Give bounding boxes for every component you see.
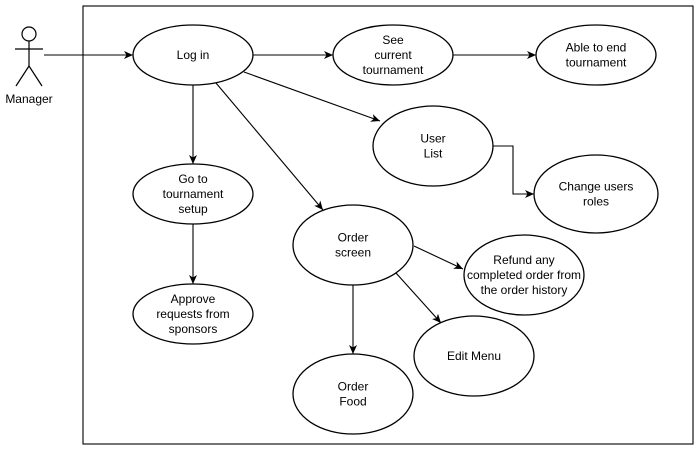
use-case-label-userlist: List [424, 147, 443, 161]
use-case-label-login: Log in [177, 48, 210, 62]
use-case-label-end: tournament [566, 56, 627, 70]
use-case-login: Log in [132, 24, 254, 86]
use-case-label-see: tournament [363, 63, 424, 77]
use-case-label-setup: Go to [178, 172, 208, 186]
use-case-ellipse-approve [132, 283, 254, 345]
use-case-label-end: Able to end [566, 41, 627, 55]
use-case-label-order: screen [335, 246, 371, 260]
edges [44, 51, 536, 354]
use-case-editmenu: Edit Menu [413, 315, 535, 397]
manager-actor: Manager [5, 26, 53, 106]
arrow-order-to-refund [413, 245, 464, 270]
use-case-ellipse-order [292, 204, 414, 286]
use-case-label-roles: roles [583, 195, 609, 209]
actor-head [21, 26, 37, 42]
use-case-label-refund: completed order from [467, 268, 581, 282]
use-case-ellipse-login [132, 24, 254, 86]
use-case-label-approve: requests from [156, 307, 229, 321]
use-case-label-see: current [374, 48, 412, 62]
use-case-ellipse-setup [132, 163, 254, 225]
use-case-label-refund: the order history [481, 283, 568, 297]
actor-right-leg [28, 65, 43, 87]
use-case-label-roles: Change users [559, 180, 634, 194]
use-case-label-refund: Refund any [493, 253, 554, 267]
use-case-label-setup: tournament [163, 187, 224, 201]
use-case-label-userlist: User [420, 132, 445, 146]
use-case-ellipse-end [535, 24, 657, 86]
use-case-label-food: Food [339, 395, 366, 409]
system-boundary [82, 5, 694, 445]
arrow-login-to-userlist [243, 71, 381, 122]
use-case-label-approve: sponsors [169, 322, 218, 336]
use-case-ellipse-editmenu [413, 315, 535, 397]
use-case-label-editmenu: Edit Menu [447, 349, 501, 363]
use-case-ellipse-see [332, 24, 454, 86]
actor-left-leg [15, 65, 30, 87]
arrow-userlist-to-roles [493, 145, 534, 198]
arrow-order-to-editmenu [395, 272, 442, 324]
use-case-label-approve: Approve [171, 292, 216, 306]
use-case-label-setup: setup [178, 202, 208, 216]
use-case-ellipse-roles [533, 154, 659, 234]
arrow-login-to-order [215, 82, 324, 211]
use-case-label-food: Order [338, 380, 369, 394]
use-case-label-order: Order [338, 231, 369, 245]
use-case-ellipse-userlist [372, 105, 494, 187]
use-case-ellipse-refund [463, 234, 585, 316]
use-case-ellipse-food [292, 353, 414, 435]
actor-label: Manager [5, 92, 52, 106]
use-case-label-see: See [382, 33, 404, 47]
